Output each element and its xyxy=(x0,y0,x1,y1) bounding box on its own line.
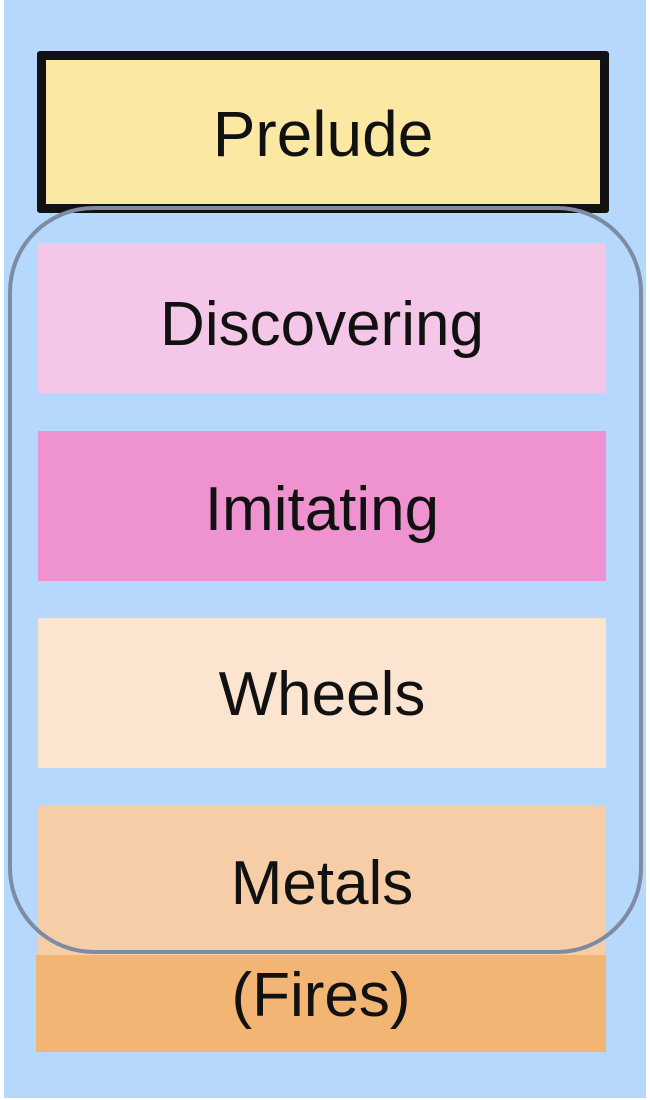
discovering-block: Discovering xyxy=(38,243,606,393)
imitating-label: Imitating xyxy=(204,475,440,544)
diagram-background: Prelude Discovering Imitating Wheels Met… xyxy=(4,0,646,1098)
fires-label: (Fires) xyxy=(231,960,411,1030)
discovering-label: Discovering xyxy=(160,290,484,359)
prelude-block: Prelude xyxy=(37,51,609,213)
prelude-label: Prelude xyxy=(212,98,434,170)
wheels-label: Wheels xyxy=(218,660,426,729)
metals-label: Metals xyxy=(230,849,414,918)
wheels-block: Wheels xyxy=(38,618,606,768)
imitating-block: Imitating xyxy=(38,431,606,581)
fires-block: (Fires) xyxy=(36,955,606,1052)
metals-block: Metals xyxy=(38,805,606,955)
